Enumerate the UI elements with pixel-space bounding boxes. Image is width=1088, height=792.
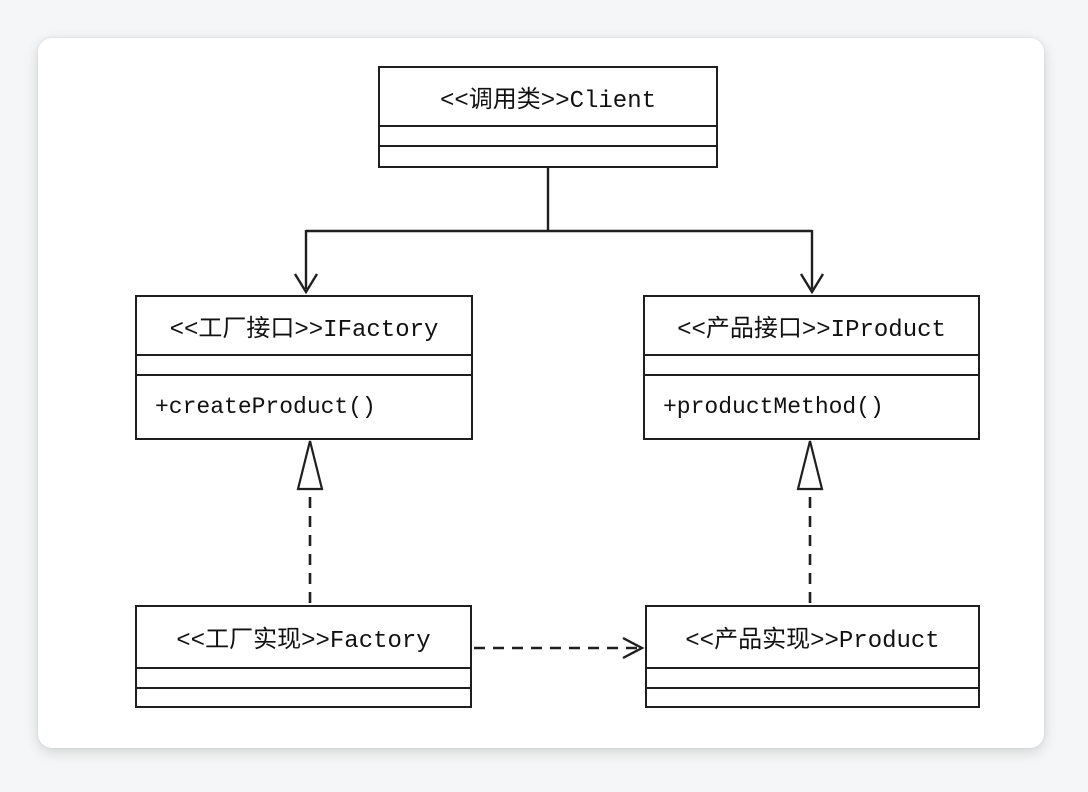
class-title-ifactory: <<工厂接口>>IFactory: [169, 316, 439, 344]
edge-factory-realizes-ifactory: [296, 440, 324, 603]
open-arrowhead-product: [622, 636, 645, 660]
class-title-iproduct: <<产品接口>>IProduct: [677, 316, 946, 344]
class-attributes-ifactory: [137, 354, 471, 374]
class-box-factory: <<工厂实现>>Factory: [135, 605, 472, 708]
edge-product-realizes-iproduct: [796, 440, 824, 603]
class-operations-client: [380, 145, 716, 166]
class-title-factory: <<工厂实现>>Factory: [176, 628, 431, 655]
class-attributes-factory: [137, 667, 470, 687]
class-operations-ifactory: +createProduct(): [137, 374, 471, 438]
class-attributes-client: [380, 125, 716, 145]
class-title-client: <<调用类>>Client: [439, 87, 657, 115]
class-box-product: <<产品实现>>Product: [645, 605, 980, 708]
open-arrowhead-iproduct: [799, 273, 825, 295]
class-title-product: <<产品实现>>Product: [685, 628, 940, 655]
edge-client-association-lines: [293, 167, 825, 295]
class-operations-product: [647, 687, 978, 706]
class-box-client: <<调用类>>Client: [378, 66, 718, 168]
class-box-iproduct: <<产品接口>>IProduct +productMethod(): [643, 295, 980, 440]
class-attributes-iproduct: [645, 354, 978, 374]
class-operations-factory: [137, 687, 470, 706]
hollow-triangle-arrowhead-ifactory: [296, 440, 324, 491]
edge-factory-depends-product: [474, 636, 645, 660]
class-operations-iproduct: +productMethod(): [645, 374, 978, 438]
hollow-triangle-arrowhead-iproduct: [796, 440, 824, 491]
class-attributes-product: [647, 667, 978, 687]
open-arrowhead-ifactory: [293, 273, 319, 295]
class-box-ifactory: <<工厂接口>>IFactory +createProduct(): [135, 295, 473, 440]
